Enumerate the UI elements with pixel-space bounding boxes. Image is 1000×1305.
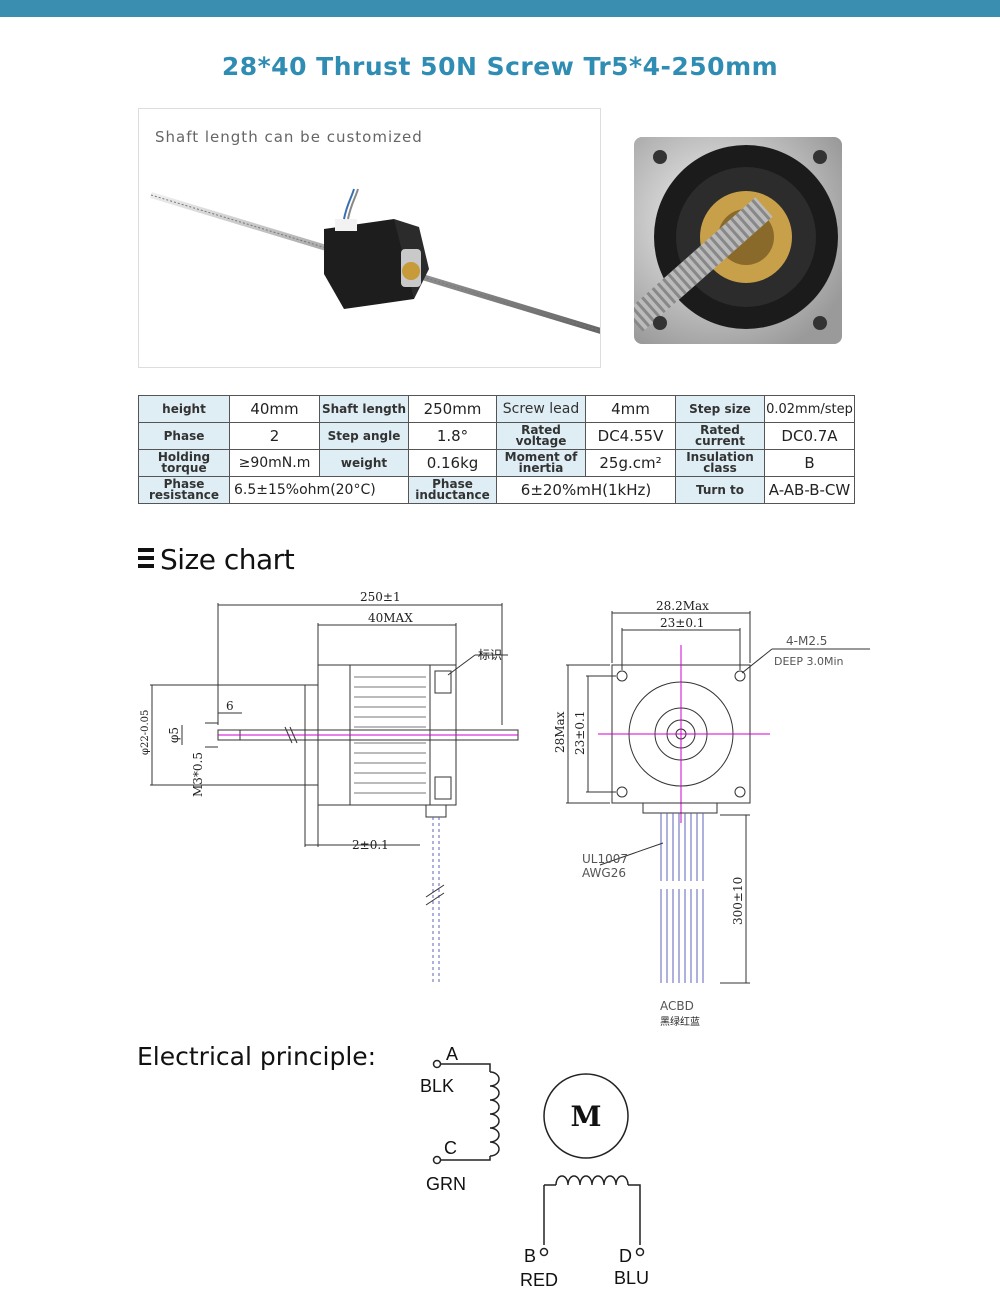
list-bars-icon (138, 548, 154, 568)
dim-screw-diameter: φ5 (167, 727, 181, 743)
dim-total-length: 250±1 (360, 590, 401, 604)
dim-shaft-end: 6 (226, 699, 234, 713)
spec-value: 6±20%mH(1kHz) (496, 476, 676, 504)
dim-boss-diameter: φ22-0.05 (140, 710, 151, 755)
spec-key: weight (319, 449, 409, 477)
product-photo: Shaft length can be customized (138, 108, 601, 368)
spec-value: 2 (229, 422, 320, 450)
dim-body-length: 40MAX (368, 611, 413, 625)
top-accent-bar (0, 0, 1000, 17)
terminal-a-color: BLK (420, 1076, 454, 1096)
terminal-d-color: BLU (614, 1268, 649, 1288)
dim-holes: 4-M2.5 (786, 634, 827, 648)
spec-value: 6.5±15%ohm(20°C) (229, 476, 409, 504)
wire-spec-ul: UL1007 (582, 852, 628, 866)
size-chart-heading: Size chart (138, 543, 295, 576)
motor-symbol-label: M (571, 1100, 602, 1133)
spec-key: Step size (675, 395, 765, 423)
spec-value: 25g.cm² (585, 449, 676, 477)
terminal-d-label: D (619, 1246, 632, 1266)
motor-illustration (150, 188, 600, 334)
spec-key: Phase inductance (408, 476, 497, 504)
terminal-a-label: A (446, 1044, 458, 1064)
spec-value: B (764, 449, 855, 477)
flange-closeup-photo (634, 137, 842, 344)
spec-row: height 40mm Shaft length 250mm Screw lea… (138, 395, 855, 423)
dim-mark-label: 标识 (478, 648, 502, 662)
lead-order: ACBD (660, 999, 694, 1013)
spec-key: Shaft length (319, 395, 409, 423)
dim-lead-length: 300±10 (731, 877, 745, 925)
spec-value: ≥90mN.m (229, 449, 320, 477)
dimension-drawing: 250±1 40MAX 标识 6 φ22-0.05 φ5 M3*0.5 2±0.… (140, 590, 870, 1028)
spec-value: A-AB-B-CW (764, 476, 855, 504)
lead-colors: 黑绿红蓝 (660, 1015, 700, 1028)
spec-value: DC4.55V (585, 422, 676, 450)
terminal-b-color: RED (520, 1270, 558, 1290)
spec-value: 0.02mm/step (764, 395, 855, 423)
wire-spec-awg: AWG26 (582, 866, 626, 880)
terminal-b-label: B (524, 1246, 536, 1266)
spec-key: height (138, 395, 230, 423)
electrical-heading: Electrical principle: (137, 1042, 377, 1071)
spec-value: DC0.7A (764, 422, 855, 450)
spec-key: Rated current (675, 422, 765, 450)
spec-row: Holding torque ≥90mN.m weight 0.16kg Mom… (138, 449, 855, 477)
dim-flange-width: 28.2Max (656, 599, 709, 613)
page-title: 28*40 Thrust 50N Screw Tr5*4-250mm (221, 52, 779, 81)
wiring-diagram: M A BLK C GRN B RED D BLU (420, 1044, 649, 1290)
dim-thread: M3*0.5 (191, 752, 205, 797)
spec-table: height 40mm Shaft length 250mm Screw lea… (138, 395, 855, 504)
spec-key: Step angle (319, 422, 409, 450)
spec-key: Holding torque (138, 449, 230, 477)
spec-key: Rated voltage (496, 422, 586, 450)
spec-key: Phase (138, 422, 230, 450)
spec-row: Phase resistance 6.5±15%ohm(20°C) Phase … (138, 476, 855, 504)
dim-height-max: 28Max (553, 711, 567, 753)
spec-key: Phase resistance (138, 476, 230, 504)
dim-hole-depth: DEEP 3.0Min (774, 655, 844, 668)
spec-value: 4mm (585, 395, 676, 423)
spec-key: Screw lead (496, 395, 586, 423)
spec-key: Moment of inertia (496, 449, 586, 477)
spec-value: 40mm (229, 395, 320, 423)
terminal-c-label: C (444, 1138, 457, 1158)
spec-key: Turn to (675, 476, 765, 504)
dim-hole-spacing-v: 23±0.1 (573, 711, 587, 755)
spec-value: 250mm (408, 395, 497, 423)
spec-value: 1.8° (408, 422, 497, 450)
spec-value: 0.16kg (408, 449, 497, 477)
spec-row: Phase 2 Step angle 1.8° Rated voltage DC… (138, 422, 855, 450)
photo-caption: Shaft length can be customized (155, 128, 423, 146)
spec-key: Insulation class (675, 449, 765, 477)
flange-closeup-illustration (634, 137, 842, 344)
terminal-c-color: GRN (426, 1174, 466, 1194)
dim-hole-spacing-h: 23±0.1 (660, 616, 704, 630)
size-chart-title: Size chart (160, 543, 295, 576)
dim-boss-height: 2±0.1 (352, 838, 389, 852)
